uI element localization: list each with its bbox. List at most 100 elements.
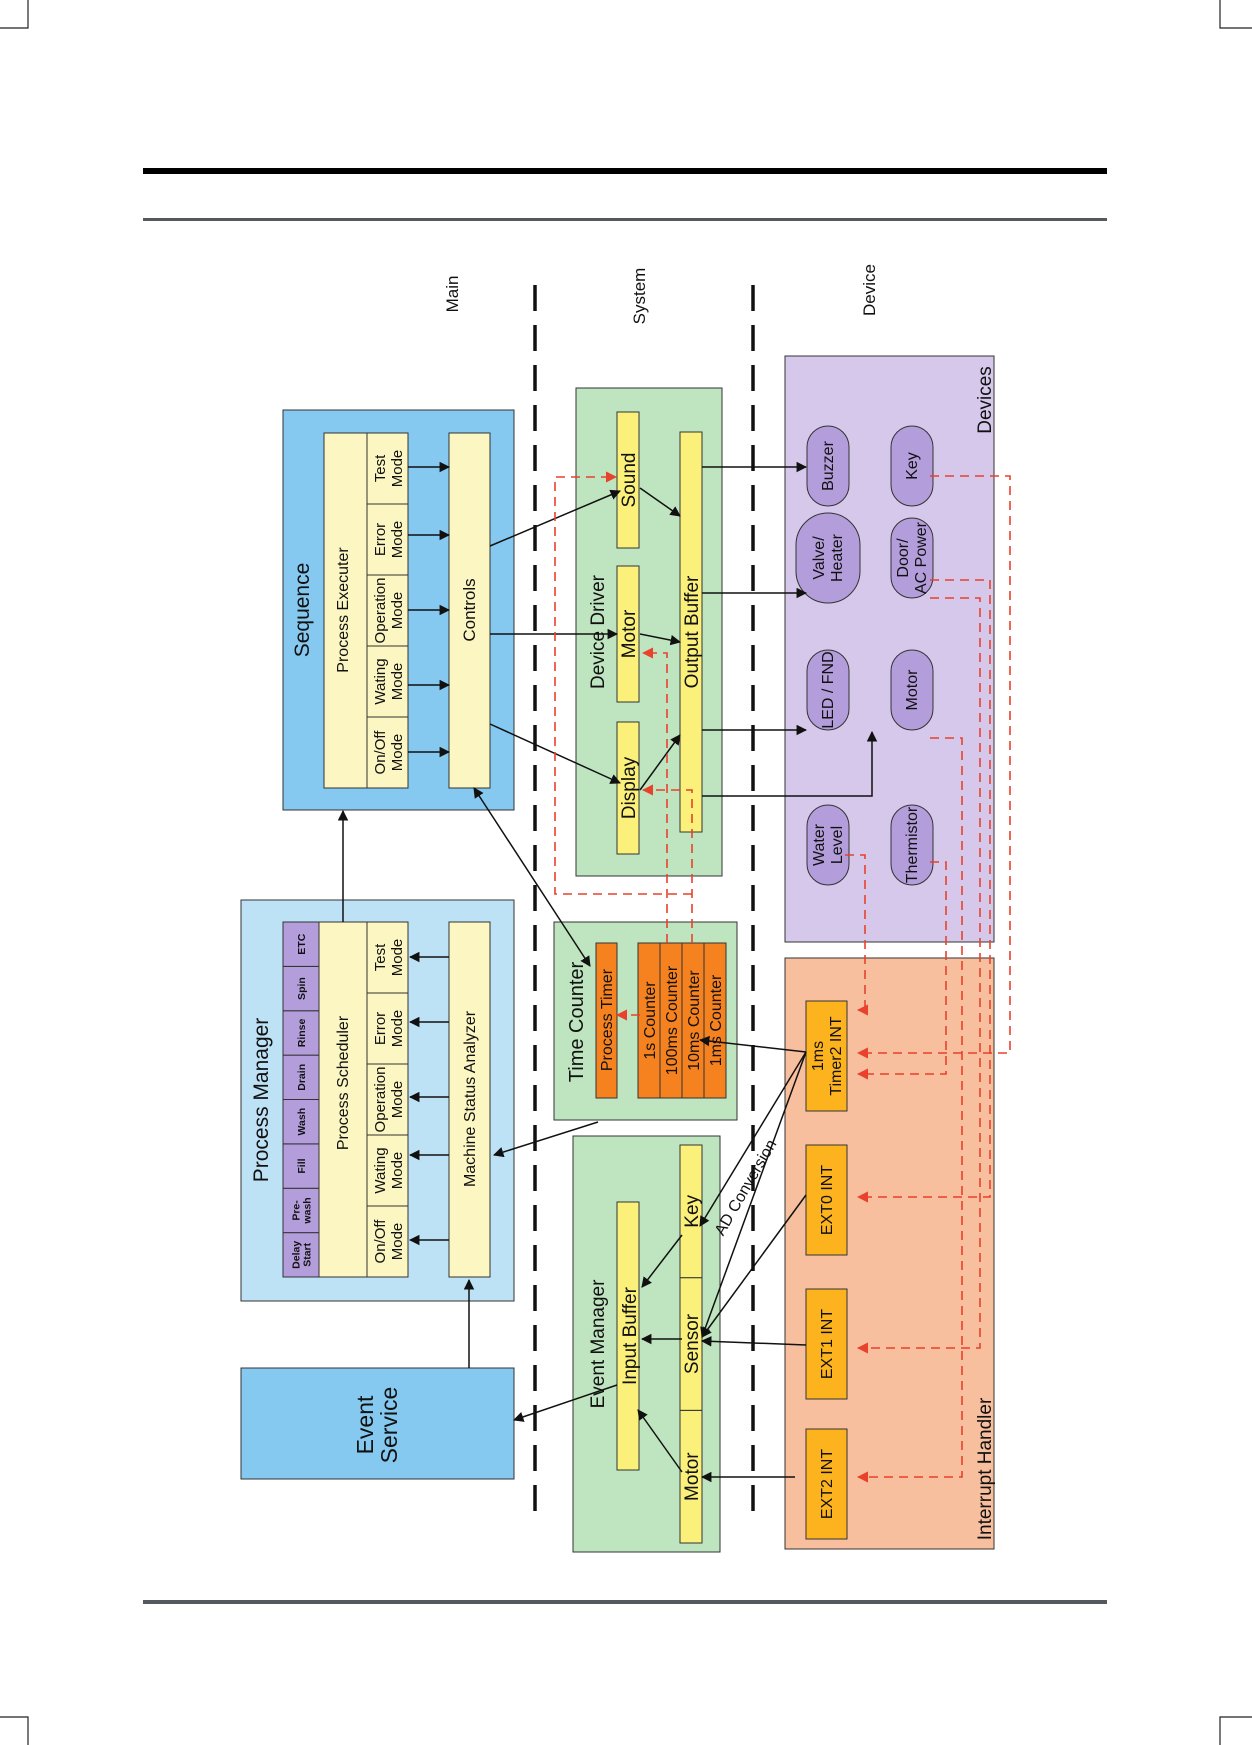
seq-modes-mode-label-0-line2: Mode bbox=[389, 734, 406, 772]
counter-label-0: 1s Counter bbox=[642, 981, 659, 1060]
event-manager-cell-label-2: Key bbox=[682, 1194, 703, 1227]
footer-rule bbox=[143, 1600, 1107, 1604]
interrupt-label-2-line1: EXT0 INT bbox=[819, 1165, 836, 1235]
event-manager-cell-2 bbox=[679, 1144, 703, 1279]
interrupt-label-3-line1: 1ms bbox=[810, 1041, 827, 1071]
machine-status-analyzer-label: Machine Status Analyzer bbox=[462, 1010, 479, 1187]
solid-connectors bbox=[337, 461, 878, 1483]
pm-modes-mode-label-4-line1: Test bbox=[372, 943, 389, 971]
device-label-1-line1: LED / FND bbox=[820, 651, 837, 728]
seq-modes-mode-label-4-line2: Mode bbox=[389, 450, 406, 488]
pm-modes-mode-label-1-line2: Mode bbox=[389, 1152, 406, 1190]
time-counter-title: Time Counter bbox=[566, 961, 588, 1082]
pm-step-label-6-line1: Spin bbox=[296, 977, 308, 1000]
pm-step-3 bbox=[282, 1099, 320, 1145]
interrupt-label-3-line2: Timer2 INT bbox=[828, 1016, 845, 1096]
seq-modes-mode-label-1-line1: Wating bbox=[372, 658, 389, 704]
pm-step-6 bbox=[282, 965, 320, 1012]
seq-modes-mode-label-4-line1: Test bbox=[372, 454, 389, 482]
pm-modes-mode-2 bbox=[366, 1063, 409, 1136]
pm-modes-mode-label-2-line2: Mode bbox=[389, 1081, 406, 1119]
interrupt-handler: Interrupt Handler EXT2 INT EXT1 INT EXT0 I… bbox=[784, 957, 996, 1550]
device-label-4-line1: Thermistor bbox=[904, 806, 921, 883]
seq-modes-mode-3 bbox=[366, 503, 409, 576]
device-driver-cell-label-2: Sound bbox=[619, 453, 640, 508]
event-manager-cell-label-1: Sensor bbox=[682, 1313, 703, 1374]
pm-modes-mode-1 bbox=[366, 1134, 409, 1207]
header-rule-thin bbox=[143, 218, 1107, 221]
pm-step-label-3-line1: Wash bbox=[296, 1108, 308, 1136]
device-label-0-line2: Level bbox=[829, 826, 846, 864]
pm-modes-mode-label-0-line2: Mode bbox=[389, 1223, 406, 1261]
pm-step-label-0-line2: Start bbox=[302, 1242, 314, 1266]
pm-step-0 bbox=[282, 1232, 320, 1278]
device-label-6-line1: Door/ bbox=[895, 538, 912, 578]
lane-label-device: Device bbox=[860, 264, 879, 316]
lane-label-system: System bbox=[630, 268, 649, 325]
seq-modes-mode-label-3-line2: Mode bbox=[389, 521, 406, 559]
device-label-2-line1: Valve/ bbox=[811, 536, 828, 580]
sequence-title: Sequence bbox=[291, 563, 314, 658]
device-label-7-line1: Key bbox=[904, 452, 921, 480]
machine-status-analyzer bbox=[448, 921, 491, 1278]
pm-step-7 bbox=[282, 921, 320, 967]
device-driver-cell-0 bbox=[616, 721, 640, 855]
counter-3 bbox=[703, 942, 727, 1099]
process-manager-title: Process Manager bbox=[250, 1018, 273, 1183]
device-label-2-line2: Heater bbox=[829, 533, 846, 582]
counter-label-2: 10ms Counter bbox=[686, 970, 703, 1071]
controls-box bbox=[448, 432, 491, 789]
interrupt-2 bbox=[805, 1144, 848, 1256]
event-service-line2: Service bbox=[376, 1387, 402, 1464]
interrupt-handler-title: Interrupt Handler bbox=[975, 1397, 996, 1540]
input-buffer bbox=[616, 1201, 640, 1471]
pm-step-2 bbox=[282, 1143, 320, 1189]
seq-modes-mode-label-1-line2: Mode bbox=[389, 663, 406, 701]
process-timer-label: Process Timer bbox=[599, 968, 616, 1071]
pm-step-label-0-line1: Delay bbox=[291, 1241, 303, 1269]
device-2 bbox=[795, 512, 861, 604]
interrupt-label-1-line1: EXT1 INT bbox=[819, 1309, 836, 1379]
input-buffer-label: Input Buffer bbox=[620, 1286, 641, 1385]
pm-step-label-1-line2: wash bbox=[302, 1197, 314, 1224]
counter-label-3: 1ms Counter bbox=[708, 974, 725, 1066]
interrupt-label-0-line1: EXT2 INT bbox=[819, 1449, 836, 1519]
pm-step-5 bbox=[282, 1010, 320, 1056]
pm-modes-mode-label-2-line1: Operation bbox=[372, 1067, 389, 1133]
pm-step-label-2-line1: Fill bbox=[296, 1158, 308, 1173]
pm-modes-mode-label-3-line1: Error bbox=[372, 1012, 389, 1045]
event-service: Event Service bbox=[240, 1367, 515, 1480]
pm-modes-mode-label-3-line2: Mode bbox=[389, 1010, 406, 1048]
pm-step-label-5-line1: Rinse bbox=[296, 1018, 308, 1047]
pm-step-label-4-line1: Drain bbox=[296, 1064, 308, 1091]
pm-step-label-7-line1: ETC bbox=[296, 933, 308, 954]
device-7 bbox=[890, 425, 934, 507]
output-buffer bbox=[679, 431, 703, 833]
device-5 bbox=[890, 649, 934, 731]
process-executer-title: Process Executer bbox=[335, 547, 352, 673]
device-label-6-line2: AC Power bbox=[913, 521, 930, 594]
devices-title: Devices bbox=[975, 366, 996, 434]
pm-step-1 bbox=[282, 1187, 320, 1234]
device-driver-title: Device Driver bbox=[588, 574, 609, 689]
event-service-line1: Event bbox=[352, 1395, 378, 1454]
counter-label-1: 100ms Counter bbox=[664, 965, 681, 1075]
device-driver-cell-label-0: Display bbox=[619, 756, 640, 819]
event-manager: Event Manager Input Buffer Motor Sensor Ke… bbox=[572, 1135, 721, 1553]
event-manager-cell-label-0: Motor bbox=[682, 1452, 703, 1501]
interrupt-1 bbox=[805, 1288, 848, 1400]
device-4 bbox=[890, 804, 934, 886]
interrupt-0 bbox=[805, 1428, 848, 1540]
device-0 bbox=[806, 804, 850, 886]
time-counter: Time Counter Process Timer 1s Counter 100… bbox=[553, 921, 738, 1121]
seq-modes-mode-label-3-line1: Error bbox=[372, 523, 389, 556]
seq-modes-mode-label-0-line1: On/Off bbox=[372, 730, 389, 775]
event-manager-title: Event Manager bbox=[588, 1279, 609, 1409]
header-rule-thick bbox=[143, 168, 1107, 174]
